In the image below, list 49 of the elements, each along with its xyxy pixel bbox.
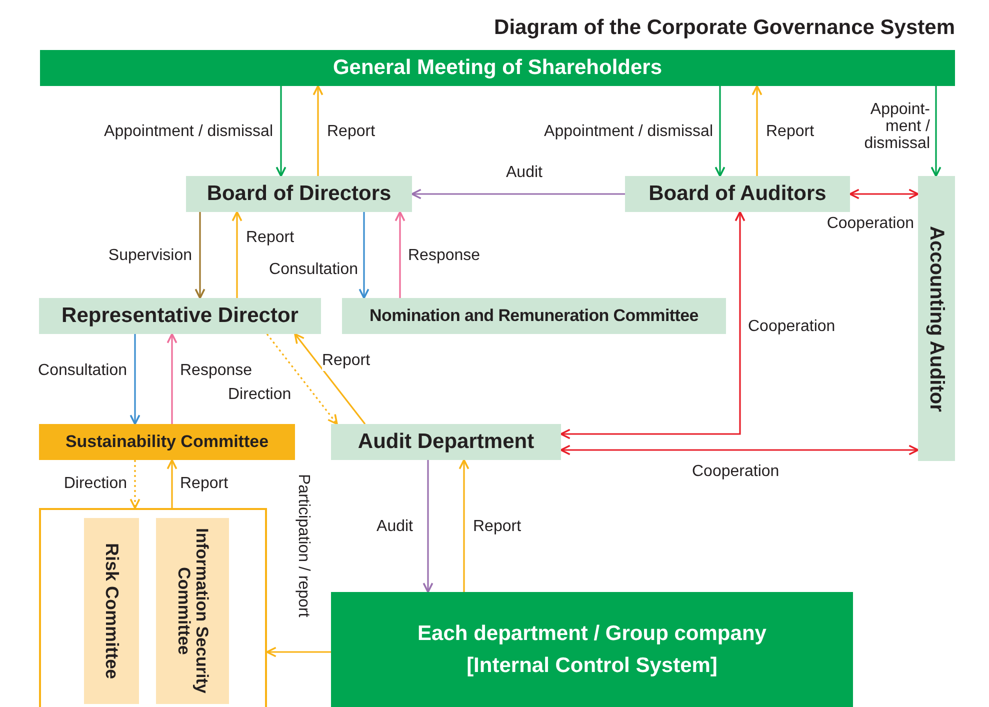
arrow: [266, 334, 338, 425]
arrow: [411, 188, 625, 200]
arrow: [194, 212, 206, 299]
edge-label: Cooperation: [748, 317, 836, 337]
process-box: Representative Director: [39, 298, 321, 334]
arrow: [930, 86, 942, 177]
arrow: [166, 333, 178, 424]
arrow: [266, 646, 331, 658]
edge-label: Supervision: [108, 246, 192, 266]
arrow: [232, 211, 242, 298]
arrow: [358, 212, 370, 299]
edge-label: Response: [408, 246, 480, 266]
arrow: [752, 85, 762, 176]
arrow: [276, 86, 286, 177]
group-frame: [39, 508, 267, 707]
diagram-title: Diagram of the Corporate Governance System: [494, 15, 955, 41]
arrow: [312, 85, 324, 176]
process-box: Risk Committee: [84, 518, 139, 704]
arrow: [294, 333, 366, 424]
process-box: Sustainability Committee: [39, 424, 295, 460]
edge-label: Cooperation: [826, 214, 914, 234]
edge-label: Report: [180, 474, 228, 494]
arrow: [166, 459, 178, 508]
edge-label: Report: [766, 122, 814, 142]
edge-label: Cooperation: [692, 462, 780, 482]
arrow: [560, 444, 919, 456]
edge-label: Appointment / dismissal: [104, 122, 273, 142]
edge-label: Response: [180, 361, 252, 381]
edge-label: Report: [322, 351, 370, 371]
arrow: [714, 86, 726, 177]
edge-label: Report: [327, 122, 376, 142]
arrow: [849, 188, 919, 200]
arrow: [394, 211, 406, 298]
edge-label: Report: [473, 517, 522, 537]
process-box: Board of Directors: [186, 176, 412, 212]
arrow: [560, 211, 746, 440]
arrow: [422, 460, 434, 593]
process-box: General Meeting of Shareholders: [40, 50, 955, 86]
arrow: [130, 460, 140, 509]
edge-label: Report: [246, 228, 294, 248]
process-box: Nomination and Remuneration Committee: [342, 298, 726, 334]
arrow: [458, 459, 470, 592]
process-box: Each department / Group company [Internal Control System]: [331, 592, 853, 707]
process-box: Audit Department: [331, 424, 561, 460]
arrow: [130, 334, 140, 425]
edge-label: Appointment / dismissal: [544, 122, 713, 142]
process-box: Information Security Committee: [156, 518, 229, 704]
process-box: Accounting Auditor: [918, 176, 955, 461]
process-box: Board of Auditors: [625, 176, 850, 212]
